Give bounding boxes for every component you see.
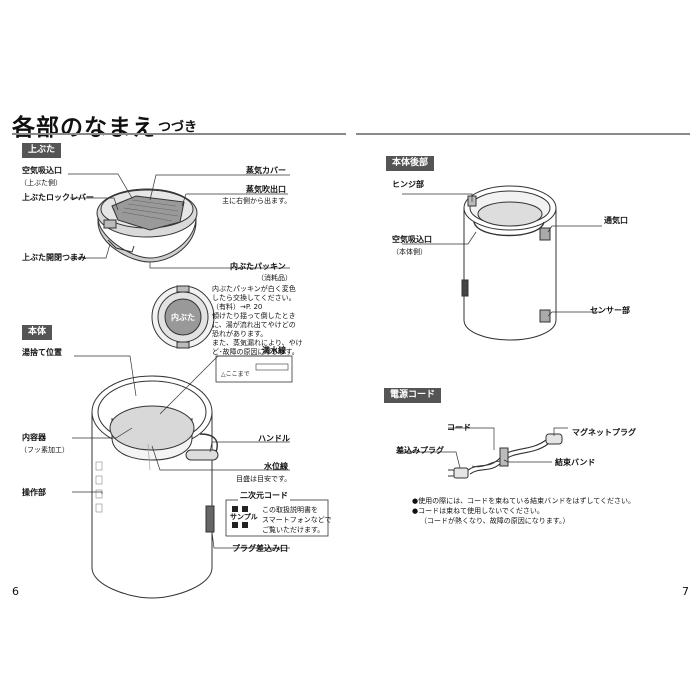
label-vent: 通気口 [604, 216, 628, 225]
qr-text-1: この取扱説明書を [262, 506, 318, 514]
section-tag-body: 本体 [22, 325, 53, 340]
label-handle: ハンドル [258, 434, 290, 443]
label-steam-outlet: 蒸気吹出口 [246, 185, 286, 194]
callout-line: に、湯が流れ出てやけどの [212, 321, 296, 329]
label-hinge: ヒンジ部 [392, 180, 424, 189]
body-back-illustration [461, 185, 557, 341]
qr-sample: サンプル [230, 512, 258, 522]
callout-line: （有料）→P. 20 [212, 303, 263, 311]
note-water-level: 目盛は目安です。 [236, 475, 292, 483]
callout-line: 恐れがあります。 [212, 330, 268, 338]
lid-illustration [96, 188, 198, 263]
cord-note: （コードが熱くなり、故障の原因になります。） [420, 517, 570, 525]
label-water-level-line: 水位線 [264, 462, 288, 471]
label-inner-container: 内容器 [22, 433, 46, 442]
full-water-mark: △ここまで [221, 371, 250, 378]
label-qr-code: 二次元コード [238, 491, 290, 501]
label-control-panel: 操作部 [22, 488, 46, 497]
section-tag-cord: 電源コード [384, 388, 442, 403]
cord-note: ●使用の際には、コードを束ねている結束バンドをはずしてください。 [412, 497, 636, 505]
callout-line: また、蒸気漏れにより、やけ [212, 339, 303, 347]
label-lid-lock-lever: 上ぶたロックレバー [22, 193, 94, 202]
page-number-left: 6 [12, 585, 19, 598]
label-air-intake-body: 空気吸込口 [392, 235, 432, 244]
section-tag-lid: 上ぶた [22, 143, 62, 158]
qr-text-2: スマートフォンなどで [262, 516, 332, 524]
label-insert-plug: 差込みプラグ [396, 446, 444, 455]
label-steam-cover: 蒸気カバー [246, 166, 286, 175]
label-cord: コード [447, 423, 471, 432]
leader-lines [68, 173, 602, 549]
callout-line: したら交換してください。 [212, 294, 296, 302]
note-gasket: （消耗品） [257, 274, 292, 282]
cord-note: ●コードは束ねて使用しないでください。 [412, 507, 544, 515]
section-tag-back: 本体後部 [386, 156, 435, 171]
header-rule-left [12, 133, 346, 135]
page-subtitle: つづき [158, 120, 198, 135]
inner-lid-illustration: 内ぶた [151, 285, 215, 349]
cord-illustration [448, 433, 563, 479]
label-full-water-line: 満水線 [262, 346, 286, 355]
qr-text-3: ご覧いただけます。 [262, 526, 325, 534]
callout-line: 内ぶたパッキンが白く変色 [212, 285, 296, 293]
gasket-callout: 内ぶたパッキンが白く変色 したら交換してください。 （有料）→P. 20 傾けた… [212, 285, 308, 357]
label-drain-position: 湯捨て位置 [22, 348, 62, 357]
label-air-intake-lid: 空気吸込口 [22, 166, 62, 175]
note-air-intake-lid: （上ぶた側） [20, 179, 62, 187]
callout-line: 傾けたり揺って倒したとき [212, 312, 296, 320]
page-number-right: 7 [682, 585, 689, 598]
label-binding-band: 結束バンド [555, 458, 596, 467]
label-magnet-plug: マグネットプラグ [572, 428, 636, 437]
note-air-intake-body: （本体側） [392, 248, 427, 256]
svg-text:内ぶた: 内ぶた [171, 312, 195, 322]
header-rule-right [356, 133, 690, 135]
label-plug-socket: プラグ差込み口 [232, 544, 288, 553]
label-sensor: センサー部 [590, 306, 630, 315]
note-inner-container: （フッ素加工） [20, 446, 69, 454]
callout-line: ど･故障の原因になります。 [212, 348, 299, 356]
cord-notes: ●使用の際には、コードを束ねている結束バンドをはずしてください。 ●コードは束ね… [412, 496, 635, 526]
page-title: 各部のなまえ [12, 115, 156, 141]
body-illustration [91, 375, 219, 599]
note-steam-outlet: 主に右側から出ます。 [222, 197, 292, 205]
label-gasket: 内ぶたパッキン [230, 262, 286, 271]
label-lid-open-knob: 上ぶた開閉つまみ [22, 253, 86, 262]
